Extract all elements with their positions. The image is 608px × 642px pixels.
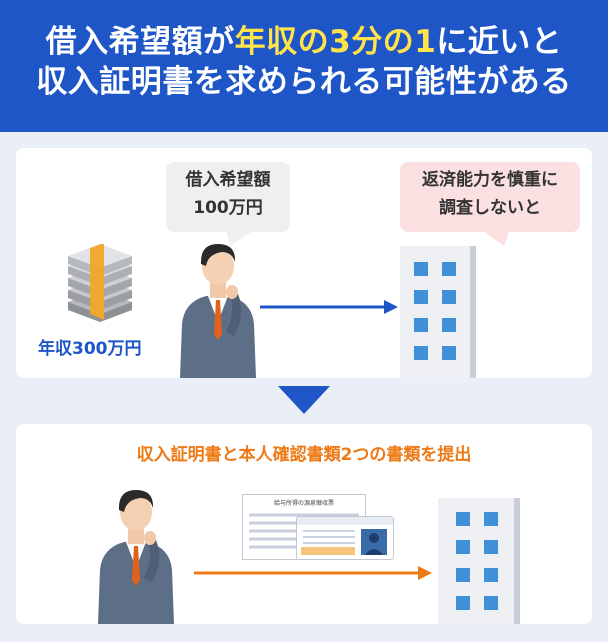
person-speech-bubble: 借入希望額 100万円 (166, 162, 290, 232)
bubble-tail (482, 230, 510, 246)
income-label: 年収300万円 (38, 339, 142, 359)
header-line-1: 借入希望額が年収の3分の1に近いと (45, 24, 563, 60)
id-card-graphic (297, 517, 393, 555)
scenario-panel: 借入希望額 100万円 返済能力を慎重に 調査しないと (16, 148, 592, 378)
businessman-icon (98, 490, 174, 624)
header-highlight: 年収の3分の1 (234, 24, 437, 60)
office-building-icon (400, 246, 476, 378)
submission-title: 収入証明書と本人確認書類2つの書類を提出 (136, 445, 472, 465)
arrow-right-icon (194, 566, 432, 580)
document-title: 給与所得の源泉徴収票 (273, 500, 334, 507)
header-banner: 借入希望額が年収の3分の1に近いと 収入証明書を求められる可能性がある (0, 0, 608, 132)
money-stack-icon (68, 244, 132, 322)
header-line-2: 収入証明書を求められる可能性がある (36, 64, 572, 100)
bank-speech-bubble: 返済能力を慎重に 調査しないと (400, 162, 580, 232)
arrow-right-icon (260, 300, 398, 314)
chevron-down-icon (278, 386, 330, 414)
office-building-icon (438, 498, 520, 624)
id-card-document (296, 516, 394, 560)
businessman-icon (180, 244, 256, 378)
bubble-tail (226, 230, 254, 246)
submission-panel: 収入証明書と本人確認書類2つの書類を提出 給与所得の源泉徴収票 (16, 424, 592, 624)
